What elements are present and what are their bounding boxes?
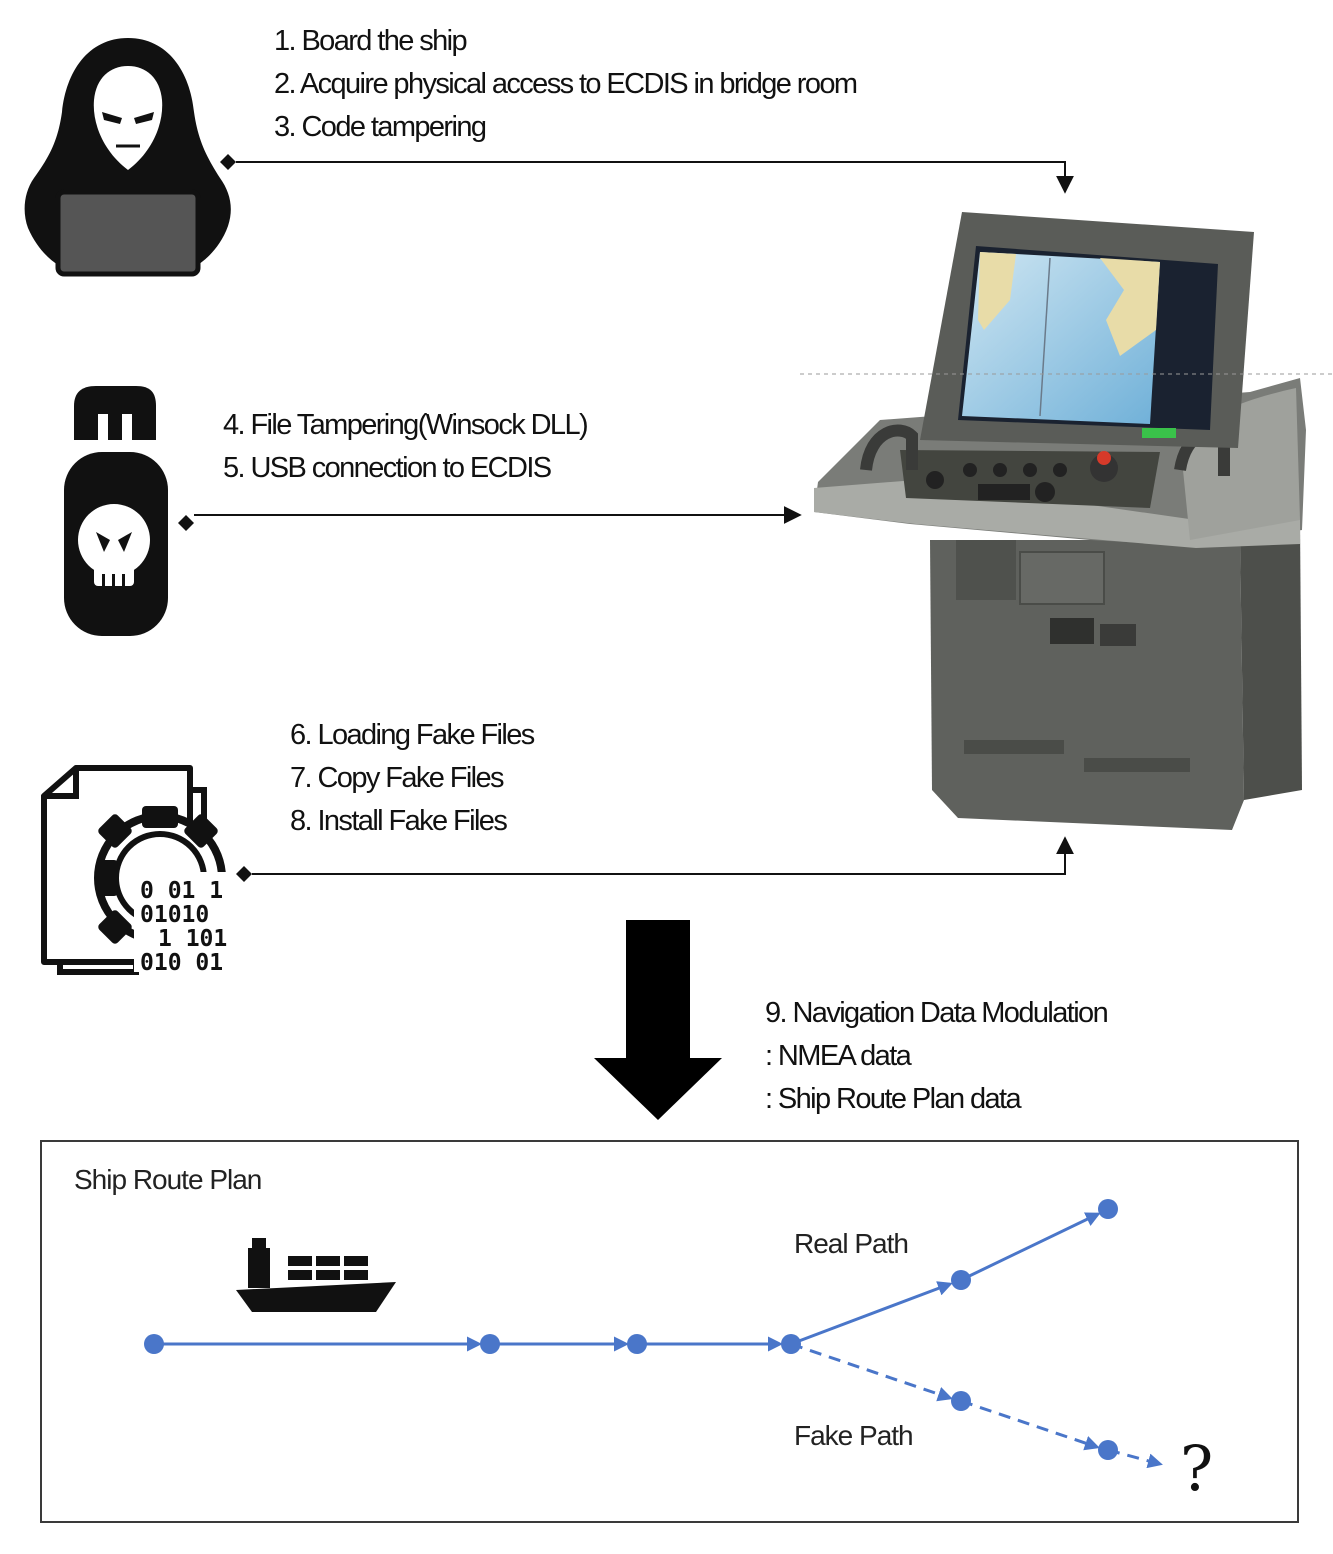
step-7: 7. Copy Fake Files [290,762,505,794]
step-4: 4. File Tampering(Winsock DLL) [223,409,589,441]
waypoint-branch [781,1334,801,1354]
fake-route-segment-1 [790,1342,953,1402]
arrow-usb [178,506,802,531]
waypoint-start [144,1334,164,1354]
arrow-fake-files [236,836,1074,882]
real-route-segment-4 [790,1281,953,1346]
fake-path-label: Fake Path [794,1420,914,1451]
binary-line-1: 0 01 1 [140,878,223,904]
waypoint-real-1 [951,1270,971,1290]
binary-line-2: 01010 [140,902,209,928]
step-9: 9. Navigation Data Modulation [765,997,1109,1029]
waypoint-real-2 [1098,1199,1118,1219]
route-paths [144,1199,1163,1469]
down-arrow-icon [594,920,722,1120]
route-plan-panel [40,1140,1299,1523]
waypoint-fake-2 [1098,1440,1118,1460]
route-plan-title: Ship Route Plan [74,1164,262,1195]
step-6: 6. Loading Fake Files [290,719,535,751]
step-3: 3. Code tampering [274,111,487,143]
arrow-physical-access [220,154,1074,194]
real-route-segment-5 [960,1212,1101,1282]
steps-usb: 4. File Tampering(Winsock DLL) 5. USB co… [223,404,589,490]
ecdis-console-icon [814,212,1306,830]
unknown-destination-marker: ? [1180,1432,1214,1505]
steps-modulation: 9. Navigation Data Modulation : NMEA dat… [765,992,1109,1121]
steps-fake-files: 6. Loading Fake Files 7. Copy Fake Files… [290,714,535,843]
waypoint-2 [480,1334,500,1354]
real-path-label: Real Path [794,1228,909,1259]
waypoint-fake-1 [951,1391,971,1411]
steps-physical-access: 1. Board the ship 2. Acquire physical ac… [274,20,858,149]
binary-line-3: 1 101 [158,926,227,952]
step-5: 5. USB connection to ECDIS [223,452,552,484]
step-1: 1. Board the ship [274,25,468,57]
step-8: 8. Install Fake Files [290,805,508,837]
step-2: 2. Acquire physical access to ECDIS in b… [274,68,858,100]
hacker-icon [24,38,231,277]
usb-skull-icon [64,386,168,636]
fake-route-segment-2 [960,1399,1100,1451]
fake-file-gear-icon: 0 01 1 01010 1 101 010 01 [41,765,252,976]
step-9-nmea: : NMEA data [765,1040,912,1072]
binary-line-4: 010 01 [140,950,223,976]
waypoint-3 [627,1334,647,1354]
step-9-route-plan: : Ship Route Plan data [765,1083,1022,1115]
cargo-ship-icon [236,1238,396,1312]
